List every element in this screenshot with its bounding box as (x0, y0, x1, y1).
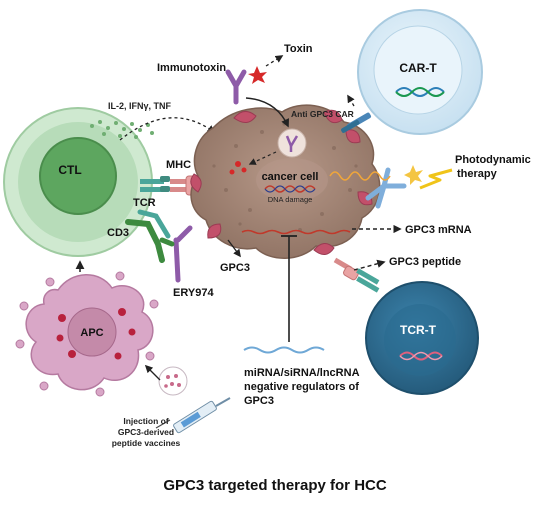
immunotoxin-label: Immunotoxin (157, 62, 226, 74)
apc-label: APC (80, 327, 103, 339)
car-t-dna-icon (395, 87, 445, 97)
immunotoxin-antibody (225, 69, 247, 105)
anti-gpc3-car (341, 112, 372, 133)
toxin-label: Toxin (284, 43, 313, 55)
light-wave (329, 171, 391, 181)
syringe-icon (155, 397, 231, 434)
photodynamic-antibody (365, 167, 407, 209)
vaccine-arrow (144, 364, 161, 381)
gpc3-mrna-strand (241, 229, 351, 235)
apc-cell (15, 271, 159, 397)
car-t-cell (357, 9, 483, 135)
diagram-title: GPC3 targeted therapy for HCC (163, 477, 387, 494)
tcr-label: TCR (133, 197, 156, 209)
cytokine-arrow (119, 117, 216, 141)
mirna-label-3: GPC3 (244, 395, 274, 407)
dna-damage-label: DNA damage (268, 195, 313, 204)
toxin-in-cell (229, 161, 247, 175)
tcr-t-cell (365, 281, 479, 395)
gpc3-receptors (190, 109, 373, 255)
ctl-nucleus (39, 137, 117, 215)
ctl-label: CTL (58, 163, 81, 177)
injection-label-2: GPC3-derived (118, 427, 174, 437)
injection-label-1: Injection of (123, 416, 169, 426)
tcr-t-label: TCR-T (400, 323, 437, 337)
mirna-label-1: miRNA/siRNA/lncRNA (244, 367, 360, 379)
internalized-immunotoxin (285, 135, 299, 152)
dna-damage-helix (264, 185, 316, 193)
cytokine-dots (90, 120, 154, 139)
cd3-label: CD3 (107, 227, 129, 239)
photosensitizer-icon (404, 165, 423, 185)
cancer-cell (190, 104, 381, 259)
mirna-label-2: negative regulators of (244, 381, 359, 393)
immunotoxin-arrow (245, 97, 289, 128)
car-t-label: CAR-T (399, 61, 437, 75)
ctl-cell: CTL (3, 107, 153, 257)
toxin-icon (248, 66, 267, 84)
gpc3-peptide-label: GPC3 peptide (389, 256, 461, 268)
ery974-antibody (159, 225, 193, 283)
anti-gpc3-car-label: Anti GPC3 CAR (291, 109, 354, 119)
photodynamic-label-1: Photodynamic (455, 154, 531, 166)
cd3-receptor (125, 209, 171, 263)
mirna-strand (243, 346, 325, 354)
photodynamic-label-2: therapy (457, 168, 498, 180)
ery974-label: ERY974 (173, 287, 214, 299)
gpc3-label: GPC3 (220, 262, 250, 274)
light-bolt-icon (419, 168, 453, 190)
tcr-t-receptor (333, 257, 380, 293)
apc-nucleus (67, 307, 117, 357)
injection-label-3: peptide vaccines (112, 438, 181, 448)
gpc3-mrna-label: GPC3 mRNA (405, 224, 472, 236)
peptide-vaccine-bubble (158, 366, 188, 396)
mhc-label: MHC (166, 159, 191, 171)
tcr-receptor (140, 176, 170, 192)
cytokine-label: IL-2, IFNγ, TNF (108, 101, 172, 111)
tcr-t-dna-icon (399, 351, 443, 361)
cancer-cell-label: cancer cell (262, 171, 319, 183)
